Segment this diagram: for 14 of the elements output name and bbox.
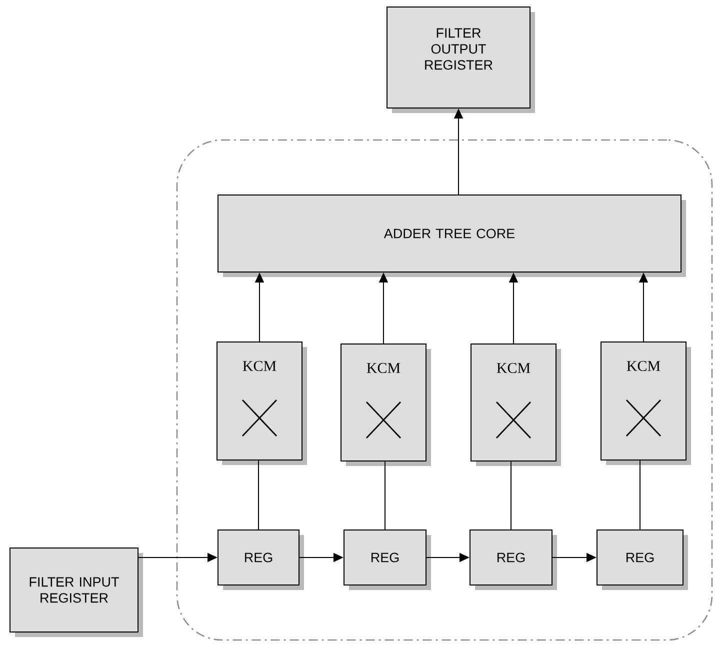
multiplier-box: KCM: [470, 344, 561, 466]
register-box: REG: [470, 530, 557, 590]
register-box: REG: [596, 530, 688, 590]
adder-box: ADDER TREE CORE: [218, 194, 686, 277]
connector-line: [258, 460, 259, 530]
register-box: REG: [344, 530, 431, 590]
connector-line: [510, 461, 512, 530]
register-box: FILTER OUTPUT REGISTER: [386, 6, 535, 113]
connector-line: [384, 461, 386, 530]
multiplier-box: KCM: [216, 342, 307, 465]
register-box: FILTER INPUT REGISTER: [10, 548, 143, 637]
register-box: REG: [218, 530, 304, 590]
multiplier-box: KCM: [340, 344, 431, 466]
multiplier-box: KCM: [600, 342, 691, 465]
